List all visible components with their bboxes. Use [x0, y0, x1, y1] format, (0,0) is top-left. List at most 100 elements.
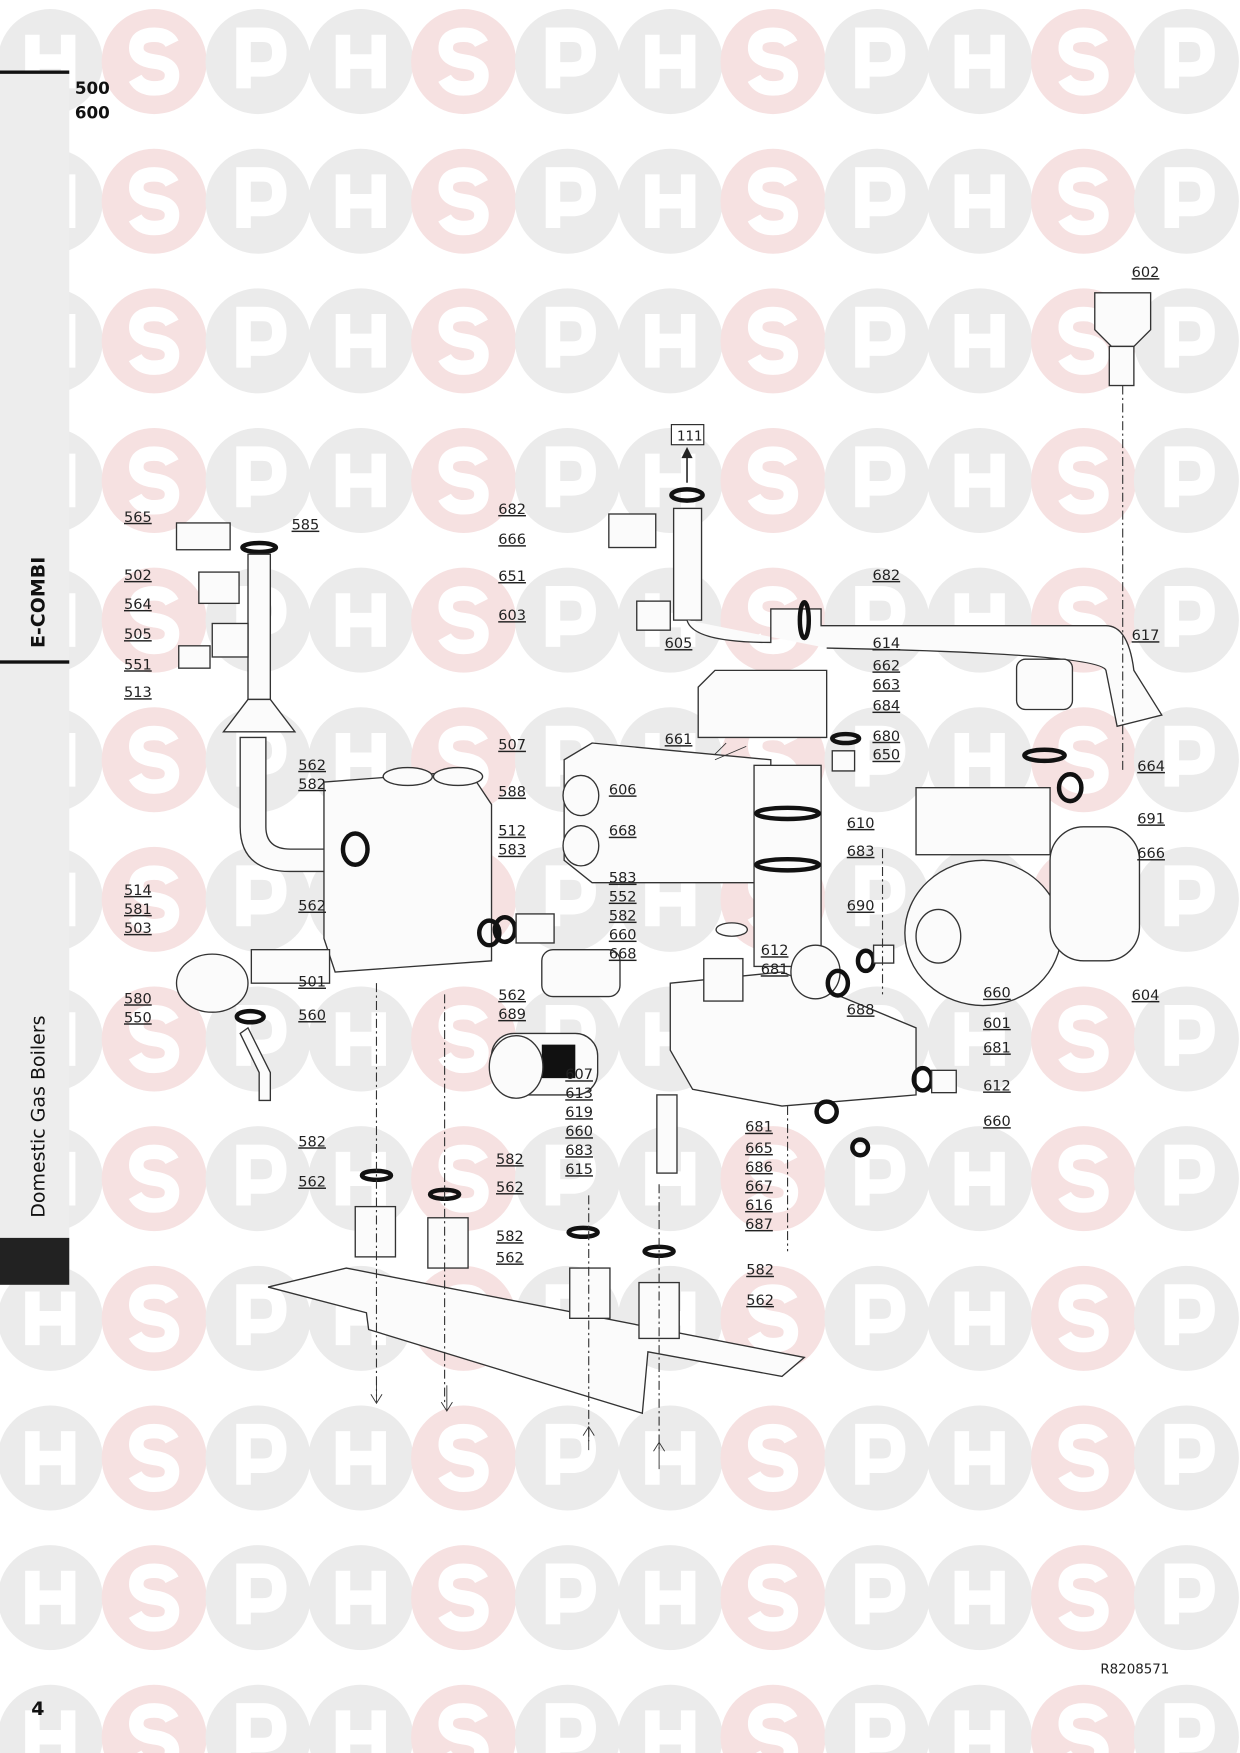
part-label: 580	[124, 991, 152, 1007]
watermark-letter-s-glyph	[128, 306, 180, 375]
watermark-letter-h-glyph	[335, 314, 386, 368]
watermark-circle	[411, 1684, 517, 1753]
watermark-circle	[824, 9, 930, 115]
category-name: Domestic Gas Boilers	[28, 1015, 50, 1217]
part-label: 505	[124, 627, 152, 643]
part-label: 551	[124, 657, 152, 673]
watermark-letter-p-glyph	[1164, 27, 1215, 89]
part-label: 564	[124, 597, 152, 613]
watermark-circle	[824, 1545, 930, 1651]
watermark-letter-h-glyph	[954, 174, 1005, 229]
watermark-letter-h-glyph	[954, 1570, 1005, 1625]
watermark-letter-s-glyph	[1058, 725, 1109, 794]
part-label: 660	[983, 986, 1011, 1002]
watermark-circle	[1031, 1684, 1137, 1753]
watermark-letter-s-glyph	[747, 1703, 799, 1753]
part-label: 562	[298, 758, 326, 774]
part-label: 668	[609, 824, 637, 840]
watermark-letter-s-glyph	[438, 306, 489, 375]
watermark-letter-s-glyph	[747, 1423, 799, 1493]
clips-and-sensors	[175, 522, 249, 669]
watermark-letter-s-glyph	[128, 865, 180, 934]
axis-lines	[375, 385, 1124, 1453]
watermark-circle	[1133, 9, 1239, 115]
watermark-circle	[824, 1265, 930, 1371]
watermark-circle	[205, 288, 311, 394]
watermark-circle	[205, 846, 311, 952]
part-label: 513	[124, 685, 152, 701]
watermark-letter-p-glyph	[236, 1563, 287, 1625]
part-label: 664	[1137, 759, 1165, 775]
watermark-letter-s-glyph	[1058, 1563, 1109, 1632]
part-label: 585	[292, 518, 320, 534]
part-label: 650	[872, 748, 900, 764]
cartridges	[477, 913, 621, 1099]
part-label: 507	[498, 738, 526, 754]
watermark-letter-p-glyph	[545, 1563, 596, 1625]
part-label: 665	[745, 1141, 773, 1157]
watermark-letter-p-glyph	[855, 1423, 906, 1485]
part-label: 688	[847, 1002, 875, 1018]
part-label: 615	[565, 1162, 593, 1178]
watermark-letter-p-glyph	[545, 865, 596, 927]
watermark-circle	[824, 1126, 930, 1232]
watermark-letter-h-glyph	[25, 1570, 76, 1625]
watermark-letter-s-glyph	[128, 1284, 180, 1353]
watermark-letter-h-glyph	[25, 1291, 76, 1346]
watermark-letter-h-glyph	[335, 1570, 386, 1625]
watermark-letter-s-glyph	[128, 1144, 180, 1213]
part-label: 660	[609, 928, 637, 944]
watermark-circle	[514, 1545, 620, 1651]
watermark-letter-s-glyph	[128, 167, 180, 236]
watermark-letter-s-glyph	[438, 1423, 489, 1493]
watermark-letter-p-glyph	[1164, 1144, 1215, 1206]
watermark-circle	[1133, 427, 1239, 533]
watermark-letter-p-glyph	[1164, 306, 1215, 368]
watermark-letter-h-glyph	[335, 453, 386, 508]
watermark-letter-s-glyph	[438, 167, 489, 236]
part-label: 610	[847, 816, 875, 832]
watermark-letter-h-glyph	[645, 34, 696, 89]
part-label: 565	[124, 510, 152, 526]
watermark-circle	[514, 9, 620, 115]
part-label: 582	[746, 1263, 774, 1279]
part-label: 606	[609, 782, 637, 798]
watermark-circle	[617, 1684, 723, 1753]
watermark-letter-p-glyph	[236, 725, 287, 787]
watermark-circle	[205, 986, 311, 1092]
part-label: 501	[298, 975, 326, 991]
part-label: 666	[1137, 846, 1165, 862]
watermark-letter-p-glyph	[855, 446, 906, 508]
watermark-letter-h-glyph	[335, 34, 386, 89]
watermark-letter-s-glyph	[128, 27, 180, 96]
part-label: 613	[565, 1086, 593, 1102]
pump	[830, 658, 1141, 1007]
part-label: 681	[761, 962, 789, 978]
watermark-letter-s-glyph	[438, 1563, 489, 1632]
part-label: 582	[298, 1134, 326, 1150]
watermark-letter-h-glyph	[335, 1431, 386, 1485]
watermark-letter-s-glyph	[1058, 306, 1109, 375]
watermark-circle	[514, 427, 620, 533]
part-label: 582	[609, 909, 637, 925]
watermark-circle	[1133, 1265, 1239, 1371]
part-label: 550	[124, 1010, 152, 1026]
watermark-letter-p-glyph	[236, 865, 287, 927]
watermark-letter-p-glyph	[236, 1004, 287, 1066]
watermark-letter-s-glyph	[747, 446, 799, 515]
part-label: 651	[498, 569, 526, 585]
part-label: 660	[565, 1124, 593, 1140]
watermark-letter-s-glyph	[128, 446, 180, 515]
watermark-letter-p-glyph	[1164, 865, 1215, 927]
reference-box-111: 111	[670, 424, 705, 483]
watermark-letter-s-glyph	[128, 1004, 180, 1074]
part-label: 683	[565, 1143, 593, 1159]
part-label: 691	[1137, 811, 1165, 827]
watermark-circle	[514, 288, 620, 394]
watermark-letter-p-glyph	[855, 1563, 906, 1625]
watermark-letter-s-glyph	[128, 725, 180, 794]
watermark-letter-p-glyph	[1164, 1004, 1215, 1066]
watermark-letter-h-glyph	[645, 314, 696, 368]
watermark-circle	[205, 9, 311, 115]
